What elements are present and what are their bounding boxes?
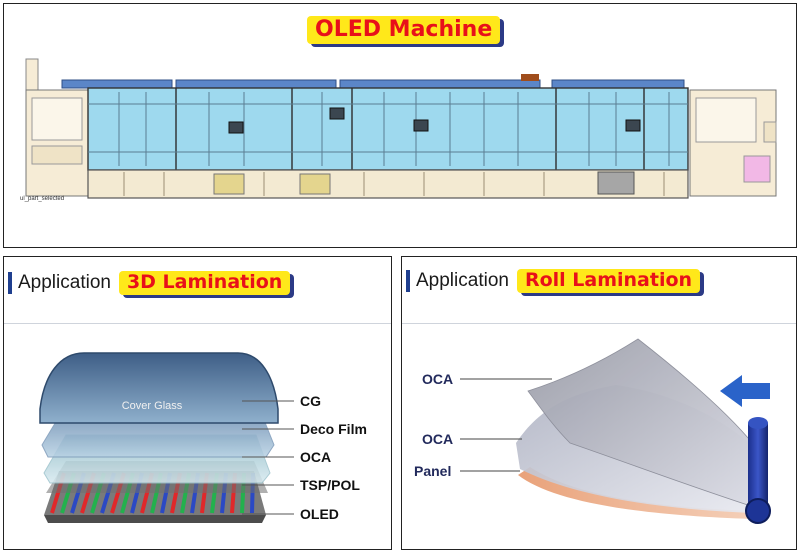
- accent-bar: [8, 271, 12, 294]
- layer-label-oca: OCA: [300, 449, 331, 465]
- roll-label-oca-lower: OCA: [422, 431, 453, 447]
- panel-layer: [518, 467, 752, 519]
- application-label: Application: [416, 269, 509, 291]
- roller: [745, 417, 771, 524]
- layer-label-deco-film: Deco Film: [300, 421, 367, 437]
- oled-machine-drawing: [25, 58, 777, 199]
- oled-machine-panel: OLED Machine: [3, 3, 797, 248]
- accent-bar: [406, 269, 410, 292]
- layer-label-oled: OLED: [300, 506, 339, 522]
- layer-label-cg: CG: [300, 393, 321, 409]
- application-label: Application: [18, 271, 111, 293]
- cover-glass-label: Cover Glass: [122, 400, 183, 412]
- lamination-3d-diagram: Cover Glass CG Deco Film OCA TSP/POL OLE…: [39, 352, 367, 523]
- roll-label-panel: Panel: [414, 463, 451, 479]
- cover-glass-layer: [39, 352, 279, 424]
- machine-title: OLED Machine: [307, 16, 501, 44]
- roll-lamination-panel: Application Roll Lamination: [401, 256, 797, 550]
- roll-label-oca-upper: OCA: [422, 371, 453, 387]
- lamination-3d-header: Application 3D Lamination: [8, 271, 291, 295]
- divider: [4, 323, 391, 324]
- lamination-3d-title: 3D Lamination: [118, 271, 291, 295]
- roll-lamination-diagram: OCA OCA Panel: [414, 338, 771, 524]
- roll-lamination-header: Application Roll Lamination: [406, 269, 701, 293]
- direction-arrow-icon: [720, 375, 770, 407]
- divider: [402, 323, 796, 324]
- lamination-3d-panel: Application 3D Lamination: [3, 256, 392, 550]
- machine-footnote: ul_part_selected: [20, 196, 65, 202]
- roll-lamination-title: Roll Lamination: [516, 269, 701, 293]
- layer-label-tsp-pol: TSP/POL: [300, 477, 360, 493]
